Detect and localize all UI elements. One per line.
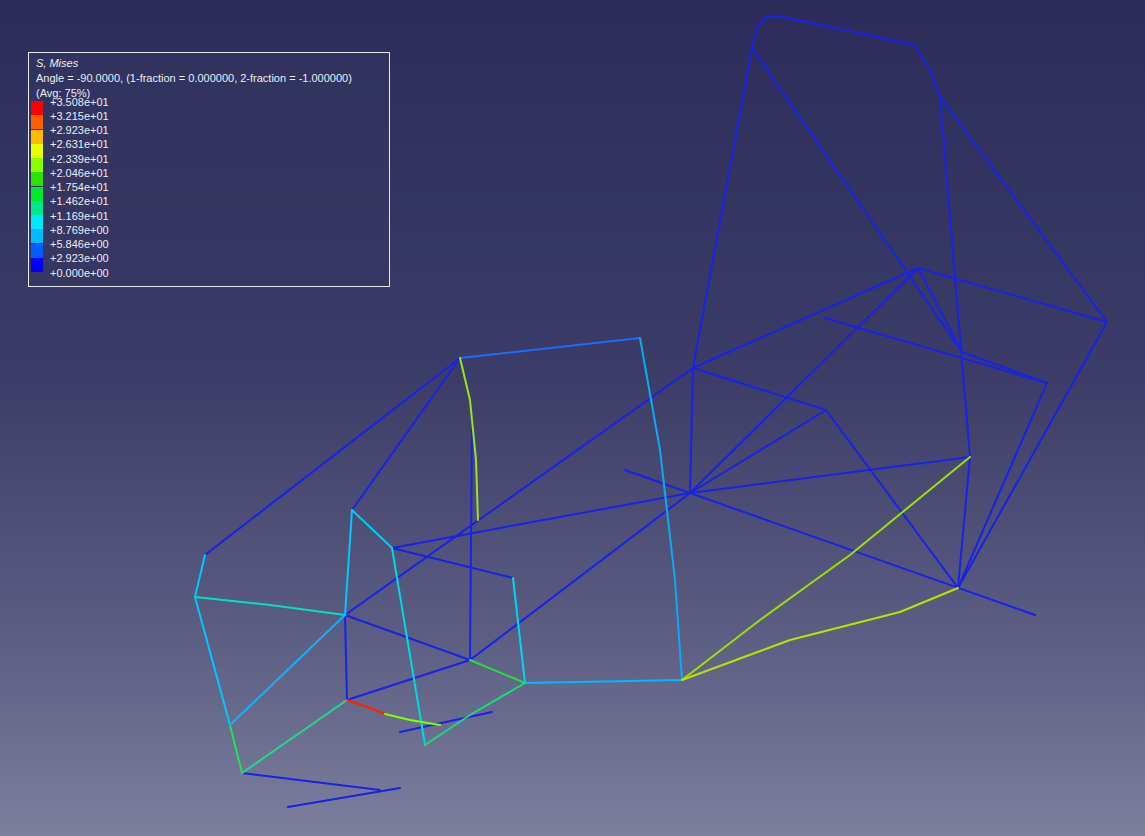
- legend-value: +1.754e+01: [50, 181, 109, 194]
- color-swatch: [31, 101, 43, 115]
- color-swatch: [31, 187, 43, 201]
- color-swatch: [31, 144, 43, 158]
- color-swatch: [31, 158, 43, 172]
- color-swatch: [31, 244, 43, 258]
- legend-value: +5.846e+00: [50, 238, 109, 251]
- legend-value: +2.631e+01: [50, 138, 109, 151]
- color-swatch: [31, 201, 43, 215]
- color-swatch: [31, 215, 43, 229]
- color-swatch: [31, 229, 43, 243]
- legend-value: +3.508e+01: [50, 96, 109, 109]
- legend-value: +8.769e+00: [50, 224, 109, 237]
- legend-value: +1.462e+01: [50, 195, 109, 208]
- legend-value: +2.339e+01: [50, 153, 109, 166]
- legend-value: +0.000e+00: [50, 267, 109, 280]
- variable-name: S, Mises: [36, 56, 381, 71]
- plot-info: Angle = -90.0000, (1-fraction = 0.000000…: [36, 71, 381, 86]
- legend-value: +2.923e+01: [50, 124, 109, 137]
- color-swatch: [31, 258, 43, 272]
- color-swatch: [31, 172, 43, 186]
- legend-value: +2.923e+00: [50, 252, 109, 265]
- legend-value: +3.215e+01: [50, 110, 109, 123]
- legend-value: +2.046e+01: [50, 167, 109, 180]
- color-swatch: [31, 130, 43, 144]
- color-swatch: [31, 115, 43, 129]
- legend-value: +1.169e+01: [50, 210, 109, 223]
